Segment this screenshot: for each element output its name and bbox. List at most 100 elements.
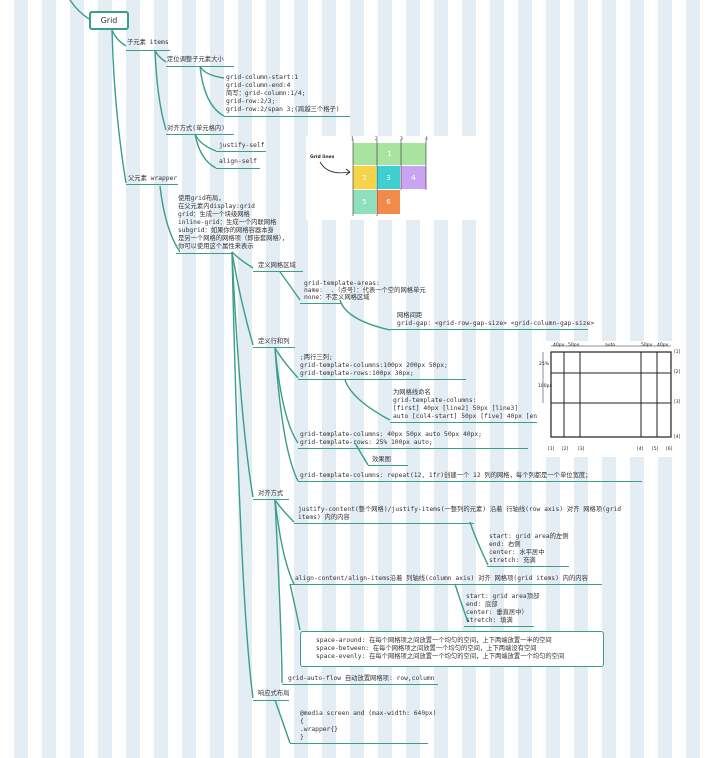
areas-line-1: name: .（点号）：代表一个空的网格单元 <box>304 287 426 294</box>
align-opt-2: center: 垂直居中） <box>466 609 528 616</box>
node-align-self[interactable]: 对齐方式(单元格内) <box>167 125 225 132</box>
track-bottom-num: [2] <box>562 447 569 452</box>
track-figure <box>537 341 683 457</box>
node-underline <box>216 151 266 152</box>
named-line-0: 为网格线命名 <box>393 389 431 396</box>
node-underline <box>126 184 178 185</box>
grid-cell-3: 3 <box>377 166 400 189</box>
track-right-num: [1] <box>674 350 681 355</box>
node-underline <box>253 499 289 500</box>
root-node-grid[interactable]: Grid <box>89 11 129 30</box>
node-rows-cols[interactable]: 定义行和列 <box>258 338 290 345</box>
justify-opt-1: end: 右侧 <box>489 541 521 548</box>
track-col-label: 40px <box>657 343 669 348</box>
grid-line-marks <box>352 140 427 216</box>
space-between-line: space-between: 在每个网格项之间放置一个均匀的空间，上下两端没有空… <box>316 645 537 652</box>
intro-line-4: subgrid：如果你的网格容器本身 <box>178 227 274 234</box>
node-alignment[interactable]: 对齐方式 <box>258 490 284 497</box>
grid-lines-title: Grid lines <box>310 155 335 160</box>
grid-cell-1: 1 <box>353 143 426 165</box>
rc-line-2: grid-template-rows:100px 30px; <box>300 370 414 377</box>
justify-content-line2: items) 内的内容 <box>298 514 350 521</box>
intro-line-1: 在父元素内display:grid <box>178 203 255 210</box>
node-underline <box>298 481 642 482</box>
node-underline <box>487 566 569 567</box>
space-evenly-line: space-evenly: 在每个网格项之间放置一个均匀的空间，上下两端放置一个… <box>316 653 565 660</box>
node-underline <box>166 134 234 135</box>
node-child-items[interactable]: 子元素 items <box>127 39 169 46</box>
space-around-line: space-around: 在每个网格项之间放置一个均匀的空间，上下两端放置一半… <box>316 637 552 644</box>
size-line-2: 简写：grid-column:1/4; <box>226 90 306 97</box>
node-underline <box>298 448 528 449</box>
grid-cell-2: 2 <box>353 166 376 189</box>
justify-self-node[interactable]: justify-self <box>219 142 265 149</box>
align-self-node[interactable]: align-self <box>219 158 257 165</box>
node-underline <box>282 684 438 685</box>
justify-opt-0: start: grid area的左侧 <box>489 533 569 540</box>
track-bottom-num: [1] <box>548 447 555 452</box>
responsive-line-0: @media screen and (max-width: 640px) <box>300 710 437 717</box>
space-options-box[interactable] <box>300 631 604 667</box>
track-bottom-num: [3] <box>578 447 585 452</box>
named-line-3: auto [col4-start] 50px [five] 40px [end]… <box>393 413 549 420</box>
rc-line-1: grid-template-columns:100px 200px 50px; <box>300 362 448 369</box>
effect-label: 效果图 <box>372 456 391 463</box>
named-line-2: [first] 40px [line2] 50px [line3] <box>393 405 519 412</box>
intro-line-2: grid：生成一个块级网格 <box>178 211 250 218</box>
responsive-line-3: } <box>300 734 304 741</box>
node-underline <box>464 626 534 627</box>
align-opt-0: start: grid area顶部 <box>466 593 540 600</box>
track-row-label: 100px <box>538 384 553 389</box>
node-underline <box>298 379 466 380</box>
track-bottom-num: [4] <box>637 447 644 452</box>
node-underline <box>300 303 342 304</box>
node-underline <box>290 743 428 744</box>
node-underline <box>390 422 540 423</box>
align-content-line: align-content/align-items沿着 列轴线(column a… <box>295 575 588 582</box>
node-underline <box>390 329 588 330</box>
node-underline <box>253 271 303 272</box>
arrow-icon <box>319 161 351 176</box>
responsive-line-2: .wrapper{} <box>300 726 338 733</box>
gap-line: grid-gap: <grid-row-gap-size> <grid-colu… <box>397 320 595 327</box>
track-col-label: 50px <box>568 343 580 348</box>
node-areas[interactable]: 定义网格区域 <box>258 262 296 269</box>
track-bottom-num: [5] <box>652 447 659 452</box>
track-col-label: 50px <box>641 343 653 348</box>
named-line-1: grid-template-columns: <box>393 397 477 404</box>
grid-cell-5: 5 <box>353 190 376 214</box>
size-line-3: grid-row:2/3; <box>226 98 276 105</box>
track-row-label: 25% <box>539 362 550 367</box>
track-right-num: [4] <box>674 435 681 440</box>
node-size[interactable]: 定位调整子元素大小 <box>167 56 224 63</box>
size-line-4: grid-row:2/span 3;(跨越三个格子) <box>226 106 340 113</box>
responsive-line-1: { <box>300 718 304 725</box>
rc2-line-0: grid-template-columns: 40px 50px auto 50… <box>300 431 482 438</box>
size-line-0: grid-column-start:1 <box>226 74 299 81</box>
areas-line-2: none：不定义网格区域 <box>304 294 370 301</box>
grid-line-number: 4 <box>425 137 428 142</box>
areas-line-0: grid-template-areas: <box>304 280 380 287</box>
grid-cell-6: 6 <box>377 190 400 214</box>
track-col-label: 40px <box>553 343 565 348</box>
rc-line-0: ;两行三列; <box>300 354 333 361</box>
node-underline <box>253 700 289 701</box>
intro-line-0: 使用grid布局， <box>178 195 225 202</box>
node-underline <box>253 347 295 348</box>
node-underline <box>126 50 170 51</box>
node-responsive[interactable]: 响应式布局 <box>258 690 290 697</box>
grid-line-number: 3 <box>400 137 403 142</box>
grid-line-number: 2 <box>375 137 378 142</box>
node-underline <box>290 584 602 585</box>
repeat-line: grid-template-columns: repeat(12, 1fr)创建… <box>300 472 592 479</box>
node-parent-wrapper[interactable]: 父元素 wrapper <box>128 175 178 182</box>
intro-line-3: inline-grid：生成一个内联网格 <box>178 219 277 226</box>
node-underline <box>216 168 260 169</box>
align-opt-1: end: 底部 <box>466 601 498 608</box>
node-underline <box>176 253 234 254</box>
grid-line-number: 1 <box>351 137 354 142</box>
node-underline <box>368 465 408 466</box>
track-right-num: [3] <box>674 400 681 405</box>
node-underline <box>166 66 234 67</box>
